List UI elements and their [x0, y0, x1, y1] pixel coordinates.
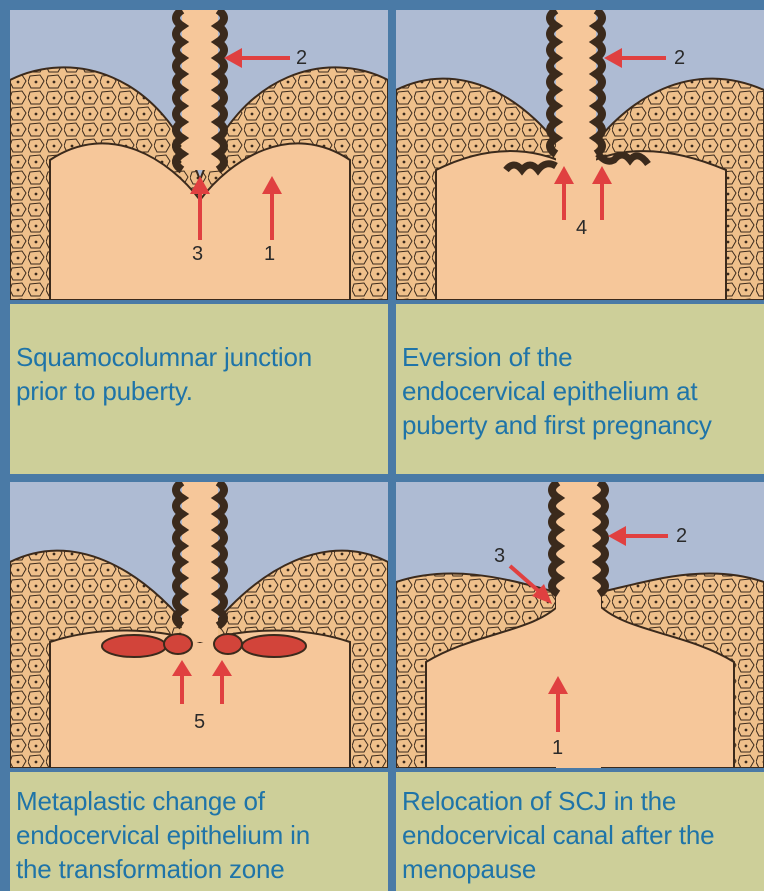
- panel-1-svg: 2 3 1: [10, 10, 388, 300]
- panel-1-illustration: 2 3 1: [10, 10, 388, 300]
- panel-4-illustration: 2 3 1: [396, 482, 764, 768]
- panel-1-label-3: 3: [192, 243, 203, 265]
- panel-4-caption: Relocation of SCJ in the endocervical ca…: [402, 784, 764, 886]
- panel-4-caption-box: Relocation of SCJ in the endocervical ca…: [396, 772, 764, 891]
- panel-4-label-3: 3: [494, 545, 505, 567]
- panel-3-caption-box: Metaplastic change of endocervical epith…: [10, 772, 388, 891]
- panel-3-label-5: 5: [194, 711, 205, 733]
- panel-2-svg: 2 4: [396, 10, 764, 300]
- panel-1-caption: Squamocolumnar junction prior to puberty…: [16, 340, 388, 408]
- panel-2-illustration: 2 4: [396, 10, 764, 300]
- panel-4-label-1: 1: [552, 737, 563, 759]
- panel-4-svg: 2 3 1: [396, 482, 764, 768]
- panel-4-label-2: 2: [676, 525, 687, 547]
- panel-1-caption-box: Squamocolumnar junction prior to puberty…: [10, 304, 388, 474]
- panel-3-caption: Metaplastic change of endocervical epith…: [16, 784, 388, 886]
- panel-2-caption-box: Eversion of the endocervical epithelium …: [396, 304, 764, 474]
- panel-3-illustration: 5: [10, 482, 388, 768]
- panel-2-label-2: 2: [674, 47, 685, 69]
- panel-2-caption: Eversion of the endocervical epithelium …: [402, 340, 764, 442]
- panel-2-label-4: 4: [576, 217, 587, 239]
- panel-1-label-1: 1: [264, 243, 275, 265]
- panel-3-svg: 5: [10, 482, 388, 768]
- panel-1-label-2: 2: [296, 47, 307, 69]
